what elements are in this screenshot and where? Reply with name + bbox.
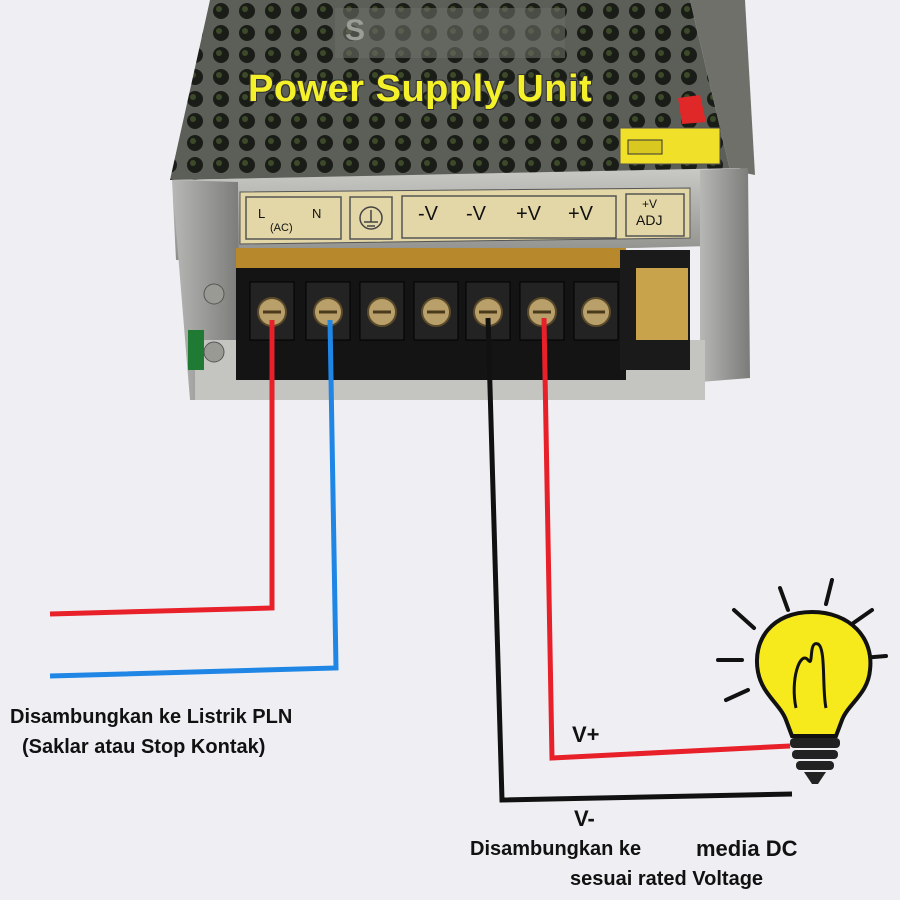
caption-dc-line1-a: Disambungkan ke [470, 838, 642, 860]
terminal-label-adj-top: +V [642, 197, 658, 211]
terminal-label-adj-bottom: ADJ [636, 212, 663, 228]
wires [49, 317, 793, 803]
wire-label-v-plus: V+ [572, 722, 600, 747]
terminal-block [236, 248, 690, 380]
light-bulb-icon [716, 578, 888, 784]
warning-label [619, 95, 721, 165]
terminal-label-pos1: +V [516, 203, 542, 225]
caption-dc-line2: sesuai rated Voltage [570, 868, 764, 890]
brand-logo-text: S [345, 14, 366, 47]
caption-ac-line1: Disambungkan ke Listrik PLN [10, 706, 293, 728]
wire-dc-positive [541, 317, 791, 761]
wire-ac-live [49, 320, 275, 617]
wire-label-v-minus: V- [574, 806, 595, 831]
terminal-label-pos2: +V [568, 203, 594, 225]
terminal-label-neg2: -V [466, 203, 486, 225]
brand-plate [335, 8, 565, 58]
terminal-label-n: N [312, 206, 322, 221]
caption-ac-line2: (Saklar atau Stop Kontak) [22, 736, 266, 758]
terminal-label-ac: (AC) [270, 222, 293, 234]
psu-top-panel [170, 0, 755, 180]
caption-dc-line1-b: media DC [696, 836, 798, 861]
terminal-label-strip [239, 187, 691, 245]
wire-ac-neutral [49, 319, 339, 679]
terminal-label-neg1: -V [418, 203, 438, 225]
wire-dc-negative [485, 317, 793, 803]
diagram-title: Power Supply Unit [248, 68, 593, 110]
terminal-label-l: L [258, 206, 266, 221]
